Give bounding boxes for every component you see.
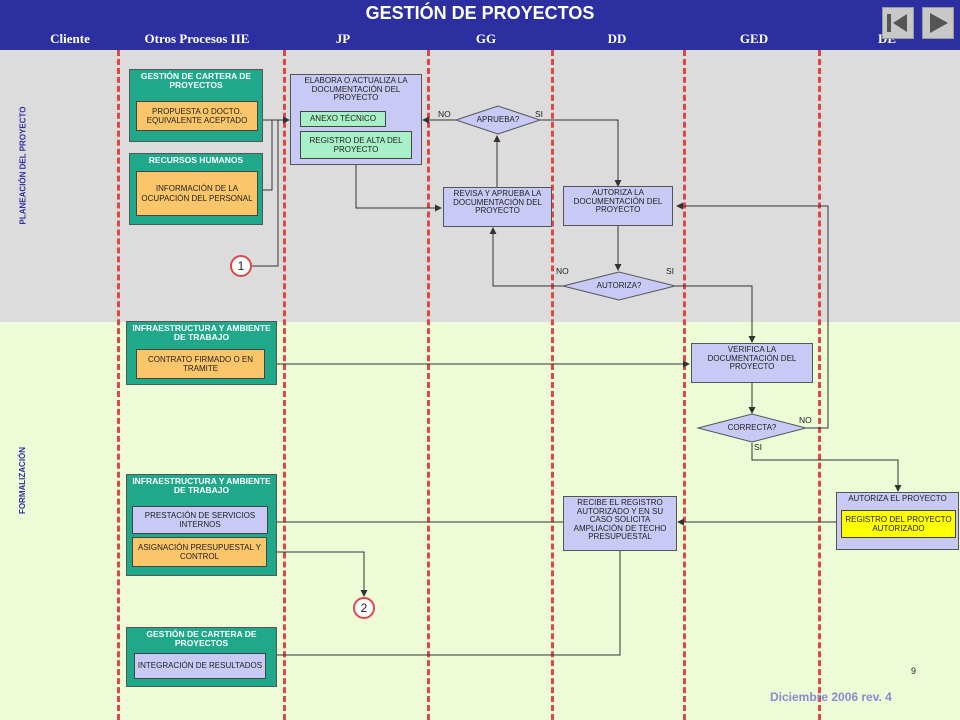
doc-integracion-resultados: INTEGRACIÓN DE RESULTADOS [134, 653, 266, 679]
page-title: GESTIÓN DE PROYECTOS [365, 3, 595, 23]
nav-first-button[interactable] [882, 7, 914, 39]
doc-anexo-tecnico: ANEXO TÉCNICO [300, 111, 386, 127]
decision-correcta-label: CORRECTA? [727, 423, 777, 432]
lane-separator [551, 50, 554, 720]
lane-separator [283, 50, 286, 720]
process-text: AUTORIZA EL PROYECTO [848, 494, 947, 503]
nav-next-button[interactable] [922, 7, 954, 39]
doc-contrato: CONTRATO FIRMADO O EN TRAMITE [136, 349, 265, 379]
lane-label-otros-procesos: Otros Procesos IIE [144, 31, 250, 46]
connector-2: 2 [353, 597, 375, 619]
process-text: REVISA Y APRUEBA LA DOCUMENTACIÓN DEL PR… [453, 189, 542, 216]
doc-propuesta: PROPUESTA O DOCTO. EQUIVALENTE ACEPTADO [136, 101, 258, 131]
play-icon [930, 13, 948, 33]
decision-correcta [696, 413, 808, 443]
group-title: INFRAESTRUCTURA Y AMBIENTE DE TRABAJO [132, 476, 271, 495]
doc-registro-alta: REGISTRO DE ALTA DEL PROYECTO [300, 131, 412, 159]
group-title: RECURSOS HUMANOS [148, 155, 244, 165]
connector-1: 1 [230, 255, 252, 277]
lane-label-gg: GG [475, 31, 497, 46]
process-autoriza-documentacion: AUTORIZA LA DOCUMENTACIÓN DEL PROYECTO [563, 186, 673, 226]
answer-no: NO [556, 266, 569, 276]
process-revisa-aprueba: REVISA Y APRUEBA LA DOCUMENTACIÓN DEL PR… [443, 187, 552, 227]
lane-separator [818, 50, 821, 720]
lane-label-dd: DD [607, 31, 627, 46]
process-text: RECIBE EL REGISTRO AUTORIZADO Y EN SU CA… [573, 498, 667, 542]
group-title: INFRAESTRUCTURA Y AMBIENTE DE TRABAJO [132, 323, 271, 342]
decision-autoriza [562, 271, 676, 301]
doc-registro-proyecto-autorizado: REGISTRO DEL PROYECTO AUTORIZADO [841, 510, 956, 538]
answer-yes: SI [666, 266, 675, 276]
process-text: ELABORA O ACTUALIZA LA DOCUMENTACIÓN DEL… [304, 76, 408, 103]
lane-label-ged: GED [739, 31, 769, 46]
group-title: GESTIÓN DE CARTERA DE PROYECTOS [140, 71, 252, 90]
doc-prestacion-servicios: PRESTACIÓN DE SERVICIOS INTERNOS [132, 506, 268, 534]
lane-separator [683, 50, 686, 720]
lane-label-jp: JP [335, 31, 351, 46]
answer-yes: SI [535, 109, 544, 119]
process-text: VERIFICA LA DOCUMENTACIÓN DEL PROYECTO [707, 345, 797, 372]
process-recibe-registro: RECIBE EL REGISTRO AUTORIZADO Y EN SU CA… [563, 496, 677, 551]
header-bar [0, 0, 960, 50]
doc-asignacion-presupuestal: ASIGNACIÓN PRESUPUESTAL Y CONTROL [132, 537, 267, 567]
footer-revision: Diciembre 2006 rev. 4 [770, 690, 892, 704]
decision-autoriza-label: AUTORIZA? [596, 281, 642, 290]
doc-ocupacion-personal: INFORMACIÓN DE LA OCUPACIÓN DEL PERSONAL [136, 171, 258, 216]
lane-separator [117, 50, 120, 720]
answer-no: NO [799, 415, 812, 425]
lane-separator [427, 50, 430, 720]
process-text: AUTORIZA LA DOCUMENTACIÓN DEL PROYECTO [573, 188, 663, 215]
page-number: 9 [911, 666, 917, 676]
first-page-icon [887, 14, 907, 32]
group-title: GESTIÓN DE CARTERA DE PROYECTOS [146, 629, 257, 648]
process-verifica-documentacion: VERIFICA LA DOCUMENTACIÓN DEL PROYECTO [691, 343, 813, 383]
decision-aprueba [454, 105, 542, 135]
answer-yes: SI [754, 442, 763, 452]
answer-no: NO [438, 109, 451, 119]
decision-aprueba-label: APRUEBA? [476, 115, 520, 124]
lane-label-cliente: Cliente [50, 31, 90, 46]
